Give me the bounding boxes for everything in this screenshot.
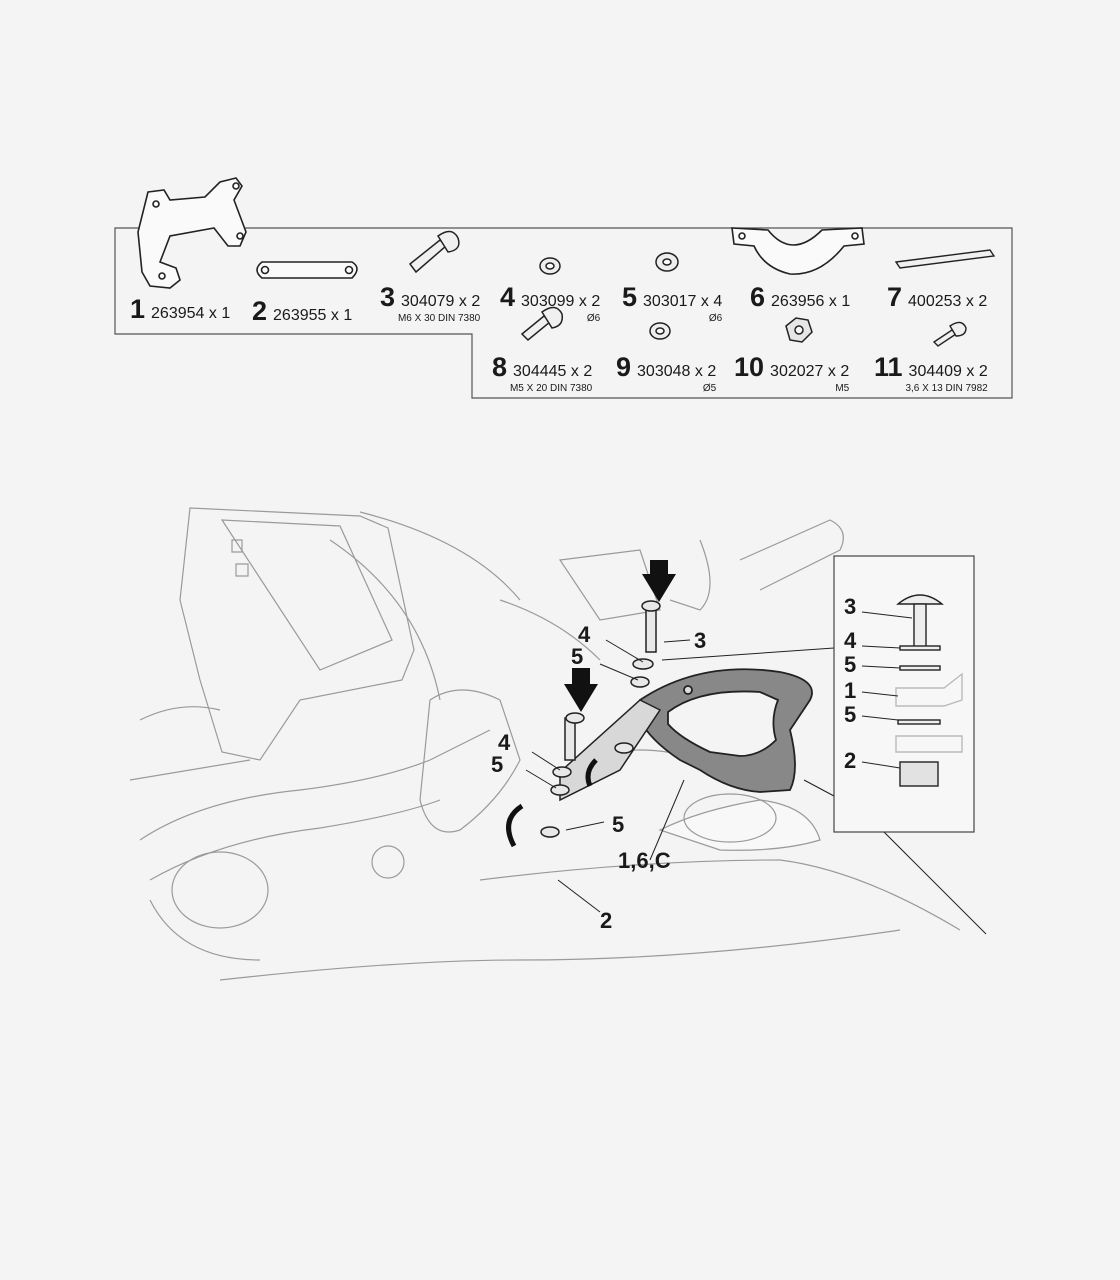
part-code: 304409 x 2 [908,363,988,380]
spring-washer-part-4-icon [539,257,561,275]
part-number: 8 [492,352,508,382]
nut-part-10-icon [785,317,813,343]
part-spec: M6 X 30 DIN 7380 [397,313,481,324]
bracket-part-1-icon [137,177,247,289]
detail-callout-5: 5 [844,652,857,677]
part-number: 2 [252,296,268,326]
callout-bolt-3: 3 [694,628,707,653]
part-number: 5 [622,282,638,312]
part-10: 10 302027 x 2 M5 [734,352,850,395]
part-8: 8 304445 x 2 M5 X 20 DIN 7380 [492,352,593,395]
part-spec: Ø6 [708,313,723,324]
part-number: 11 [874,352,903,382]
part-code: 303048 x 2 [637,363,717,380]
part-code: 304079 x 2 [401,293,481,310]
detail-callout-3: 3 [844,594,857,619]
part-number: 9 [616,352,632,382]
detail-callout-5b: 5 [844,702,857,727]
part-number: 10 [734,352,765,382]
part-9: 9 303048 x 2 Ø5 [616,352,717,395]
rotate-arrow-1 [506,803,524,848]
part-spec: 3,6 X 13 DIN 7982 [905,383,988,394]
part-number: 7 [887,282,903,312]
part-code: 263955 x 1 [273,307,353,324]
leader-lines-main [525,639,987,935]
part-2: 2 263955 x 1 [252,298,352,325]
tank-ring-assembly [639,668,813,793]
adhesive-strip-part-7-icon [894,249,996,269]
washer-part-9-icon [649,322,671,340]
ring-bracket-part-6-icon [731,227,865,275]
part-code: 400253 x 2 [908,293,988,310]
callout-washer-4-left: 4 [498,730,511,755]
part-6: 6 263956 x 1 [750,284,850,311]
part-code: 303099 x 2 [521,293,601,310]
bolt-part-3-icon [408,230,460,274]
insert-arrow-left [564,668,598,712]
detail-stack [895,594,963,787]
part-1: 1 263954 x 1 [130,296,230,323]
part-spec: M5 [835,383,850,394]
part-number: 6 [750,282,766,312]
plate-part-2-icon [256,261,358,279]
part-3: 3 304079 x 2 M6 X 30 DIN 7380 [380,282,481,325]
screw-part-11-icon [932,321,967,347]
detail-callout-1: 1 [844,678,857,703]
part-code: 263956 x 1 [771,293,851,310]
part-7: 7 400253 x 2 [887,284,987,311]
callout-washer-5-bottom: 5 [612,812,625,837]
part-code: 302027 x 2 [770,363,850,380]
part-spec: Ø5 [702,383,717,394]
callout-plate-2: 2 [600,908,613,933]
part-number: 1 [130,294,146,324]
part-11: 11 304409 x 2 3,6 X 13 DIN 7982 [874,352,988,395]
callout-assembly-1-6-c: 1,6,C [618,848,671,873]
detail-callout-4: 4 [844,628,857,653]
part-number: 3 [380,282,396,312]
bolt-assembly-top [630,600,661,688]
part-5: 5 303017 x 4 Ø6 [622,282,723,325]
callout-washer-5-left: 5 [491,752,504,777]
leader-lines-detail [861,611,913,769]
part-4: 4 303099 x 2 Ø6 [500,282,601,325]
part-code: 304445 x 2 [513,363,593,380]
bolt-part-8-icon [520,306,564,342]
detail-callout-2: 2 [844,748,857,773]
washer-part-5-icon [655,252,679,272]
callout-washer-5-top: 5 [571,644,584,669]
rotate-arrow-2 [585,758,598,787]
insert-arrow-top [642,560,676,602]
callout-washer-4-top: 4 [578,622,591,647]
part-code: 263954 x 1 [151,305,231,322]
part-spec: Ø6 [586,313,601,324]
parts-list-frame [114,227,1013,399]
part-code: 303017 x 4 [643,293,723,310]
part-number: 4 [500,282,516,312]
part-spec: M5 X 20 DIN 7380 [509,383,593,394]
